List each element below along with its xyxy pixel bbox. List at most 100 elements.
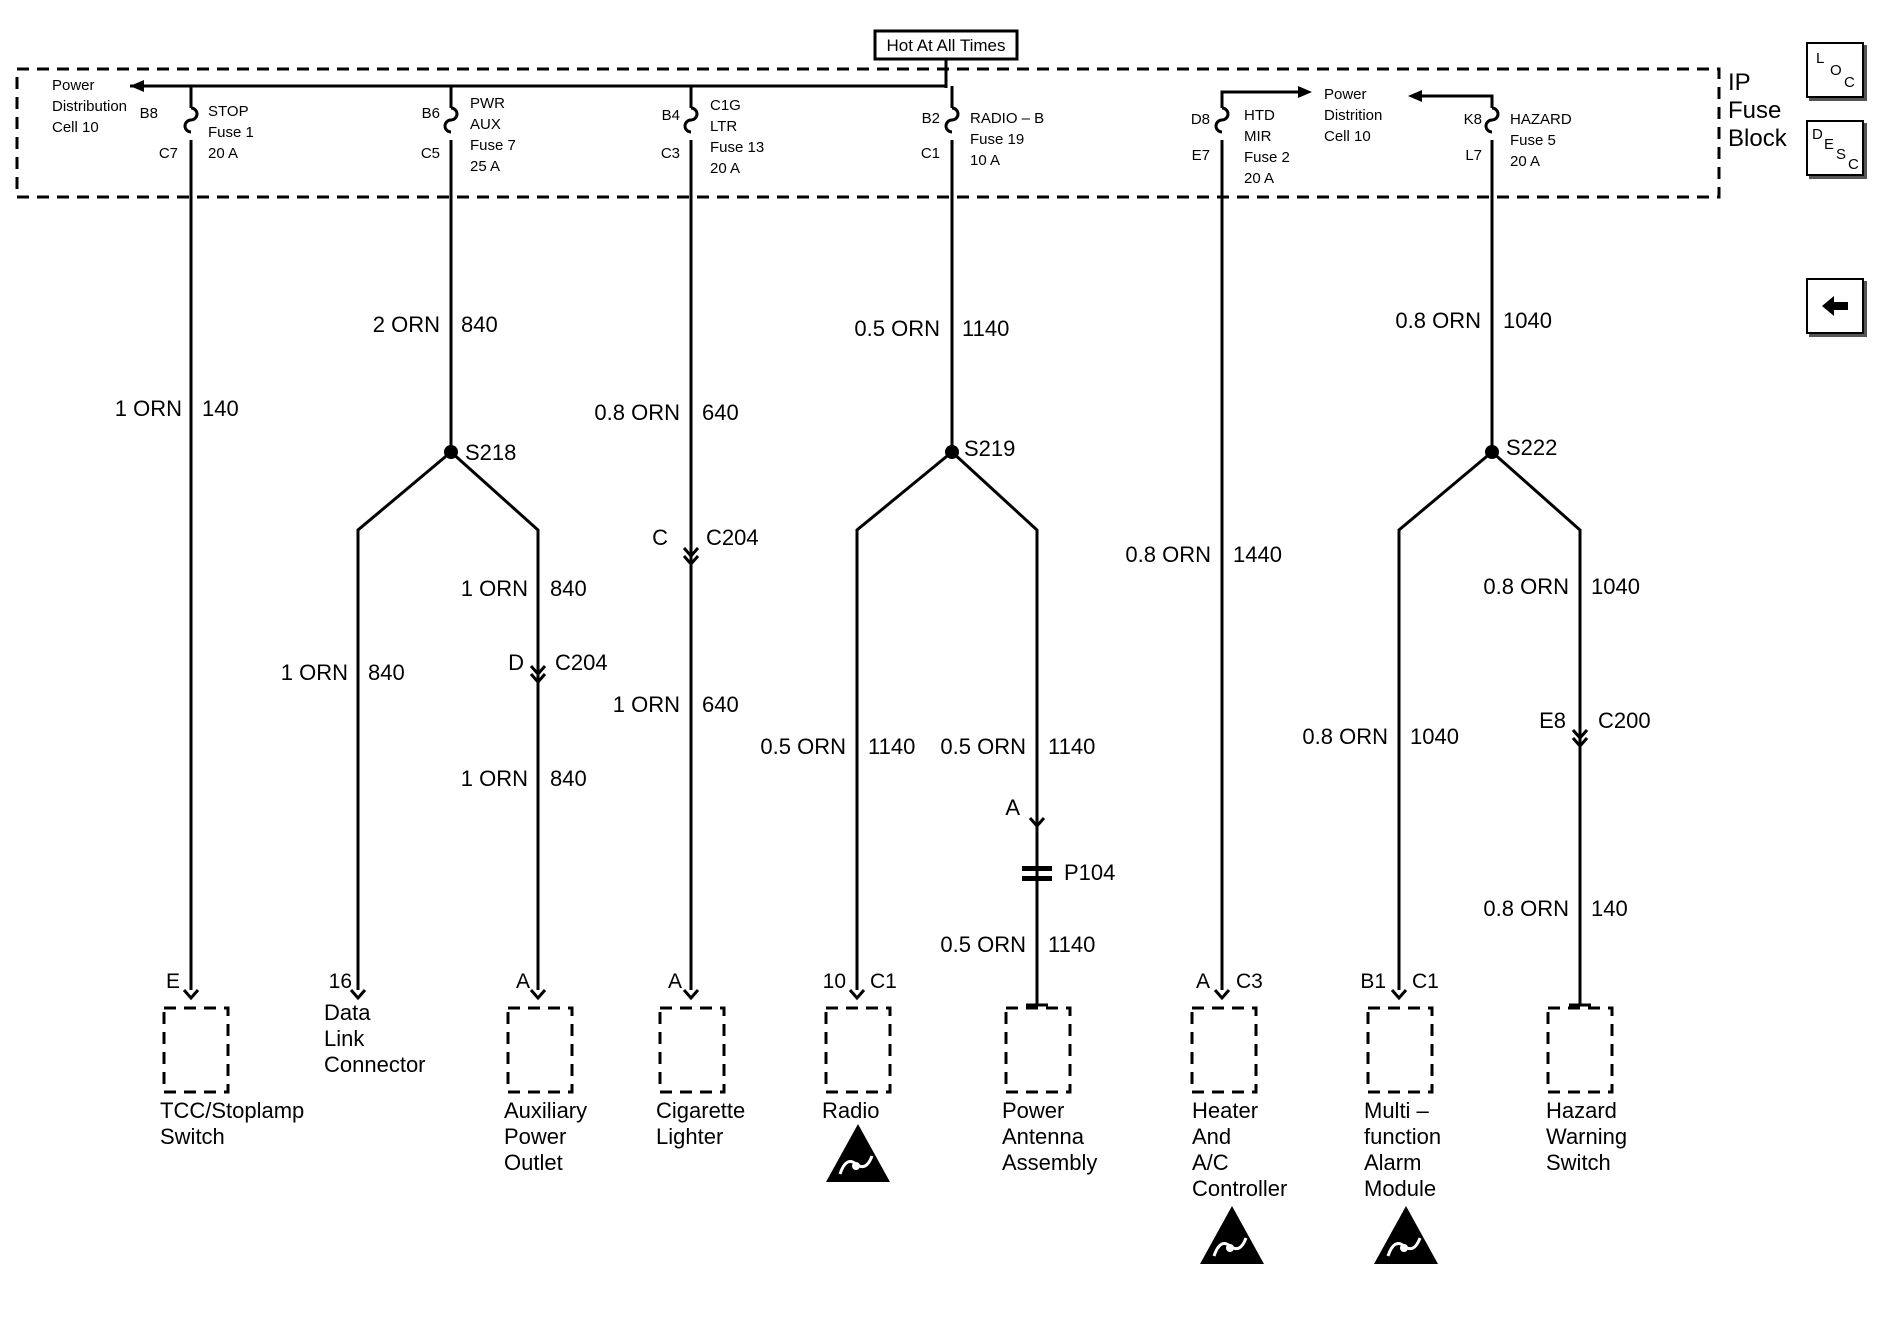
component-label: Switch (1546, 1150, 1611, 1175)
fuse-line: 10 A (970, 152, 1000, 169)
desc-letter: D (1812, 126, 1823, 143)
component-auxiliary-power-outlet: A Auxiliary Power Outlet (504, 970, 587, 1175)
wire-gauge: 0.8 ORN (1125, 542, 1211, 567)
wire-circuit: 1140 (1048, 932, 1095, 957)
component-pin: B1 (1360, 970, 1386, 993)
component-label: A/C (1192, 1150, 1229, 1175)
fuse-line: Fuse 19 (970, 131, 1024, 148)
component-label: Controller (1192, 1176, 1287, 1201)
wire-circuit: 840 (550, 766, 587, 791)
component-label: Connector (324, 1052, 426, 1077)
wire-gauge: 0.8 ORN (1395, 308, 1481, 333)
component-label: Multi – (1364, 1098, 1430, 1123)
fuse-hazard: K8 L7 HAZARD Fuse 5 20 A (1464, 100, 1572, 452)
wire-circuit: 1040 (1503, 308, 1552, 333)
component-label: Alarm (1364, 1150, 1421, 1175)
fuse-line: LTR (710, 118, 737, 135)
wire-gauge: 0.8 ORN (1302, 724, 1388, 749)
wire-circuit: 840 (461, 312, 498, 337)
wire-gauge: 0.5 ORN (760, 734, 846, 759)
fuse-line: C1G (710, 97, 741, 114)
component-label: Auxiliary (504, 1098, 587, 1123)
fuse-line: 20 A (710, 160, 740, 177)
ip-fuse-block-outline (15, 67, 1721, 199)
component-pin: 16 (329, 970, 352, 993)
fuse-line: STOP (208, 103, 249, 120)
connector-name: C204 (706, 525, 759, 550)
wire-circuit: 640 (702, 692, 739, 717)
wire-gauge: 1 ORN (461, 766, 528, 791)
ip-fuse-block-label-2: Fuse (1728, 97, 1781, 124)
wire-circuit: 1440 (1233, 542, 1282, 567)
fuse-in-pin: D8 (1191, 111, 1210, 128)
loc-letter: L (1816, 50, 1825, 67)
wire-gauge: 1 ORN (115, 396, 182, 421)
connector-c204-b: D C204 (508, 650, 608, 685)
component-cigarette-lighter: A Cigarette Lighter (656, 970, 745, 1149)
wire-gauge: 1 ORN (461, 576, 528, 601)
fuse-out-pin: C3 (661, 145, 680, 162)
wire-circuit: 140 (202, 396, 239, 421)
connector-name: P104 (1064, 860, 1115, 885)
splice-s219: S219 (855, 436, 1039, 1005)
ip-fuse-block-label-3: Block (1728, 125, 1788, 152)
wire-circuit: 140 (1591, 896, 1628, 921)
loc-button[interactable]: L O C (1806, 42, 1864, 98)
component-label: Power (504, 1124, 566, 1149)
wire-circuit: 840 (368, 660, 405, 685)
hot-at-all-times-label: Hot At All Times (886, 36, 1005, 55)
fuse-line: AUX (470, 116, 501, 133)
fuse-in-pin: B8 (140, 105, 158, 122)
fuse-line: PWR (470, 95, 505, 112)
ip-fuse-block-label-1: IP (1728, 69, 1751, 96)
component-pin: A (516, 970, 530, 993)
wire-gauge: 2 ORN (373, 312, 440, 337)
desc-letter: S (1836, 146, 1847, 163)
wire-circuit: 1040 (1591, 574, 1640, 599)
component-label: Assembly (1002, 1150, 1097, 1175)
esd-warning-icon (1198, 1204, 1266, 1266)
component-label: Antenna (1002, 1124, 1085, 1149)
fuse-line: Fuse 7 (470, 137, 516, 154)
component-multifunction-alarm-module: B1 C1 Multi – function Alarm Module (1360, 970, 1441, 1266)
wire-gauge: 0.5 ORN (940, 734, 1026, 759)
esd-warning-icon (824, 1122, 892, 1184)
desc-letter: E (1824, 136, 1835, 153)
fuse-line: 20 A (1244, 170, 1274, 187)
connector-antenna-a: A (1005, 795, 1046, 829)
wire-circuit: 1140 (868, 734, 915, 759)
wire-circuit: 1040 (1410, 724, 1459, 749)
wire-circuit: 840 (550, 576, 587, 601)
component-heater-ac-controller: A C3 Heater And A/C Controller (1190, 970, 1287, 1266)
wire-circuit: 1140 (962, 316, 1009, 341)
connector-p104: P104 (1022, 860, 1115, 885)
arrow-left-icon (1822, 296, 1848, 316)
wire-circuit: 640 (702, 400, 739, 425)
power-dist-right-2: Distrition (1324, 107, 1382, 124)
fuse-out-pin: C7 (159, 145, 178, 162)
component-power-antenna-assembly: Power Antenna Assembly (1002, 1003, 1097, 1175)
connector-pin: C (652, 525, 668, 550)
fuse-in-pin: K8 (1464, 111, 1482, 128)
back-button[interactable] (1806, 278, 1864, 334)
splice-s222: S222 (1397, 435, 1582, 1005)
component-data-link-connector: 16 Data Link Connector (324, 970, 426, 1077)
splice-label: S218 (465, 440, 516, 465)
component-label: Heater (1192, 1098, 1258, 1123)
component-label: Switch (160, 1124, 225, 1149)
wire-circuit: 1140 (1048, 734, 1095, 759)
desc-button[interactable]: D E S C (1806, 120, 1864, 176)
wire-gauge: 1 ORN (281, 660, 348, 685)
fuse-line: Fuse 2 (1244, 149, 1290, 166)
power-dist-right-1: Power (1324, 86, 1367, 103)
connector-name: C200 (1598, 708, 1651, 733)
connector-name: C204 (555, 650, 608, 675)
component-tcc-stoplamp-switch: E TCC/Stoplamp Switch (160, 970, 304, 1149)
component-label: TCC/Stoplamp (160, 1098, 304, 1123)
fuse-line: Fuse 13 (710, 139, 764, 156)
fuse-out-pin: C5 (421, 145, 440, 162)
power-dist-left-3: Cell 10 (52, 119, 99, 136)
component-pin: E (166, 970, 180, 993)
desc-letter: C (1848, 156, 1859, 173)
fuse-out-pin: E7 (1192, 147, 1210, 164)
